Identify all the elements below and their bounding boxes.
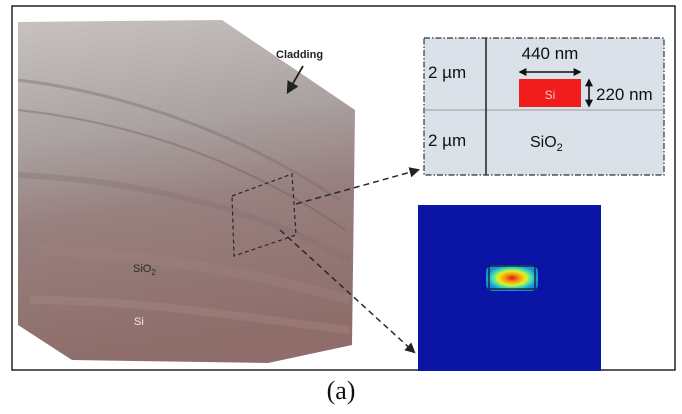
- top-layer-height-label: 2 µm: [428, 63, 466, 82]
- mode-field: [486, 265, 538, 291]
- width-label: 440 nm: [522, 44, 579, 63]
- figure-caption: (a): [326, 376, 356, 405]
- mode-profile: [418, 205, 601, 371]
- connector-to-cross-section: [295, 167, 421, 205]
- connector-to-mode-profile: [279, 229, 416, 354]
- bottom-layer-height-label: 2 µm: [428, 131, 466, 150]
- sem-image: [17, 20, 355, 363]
- sem-sio2-label: SiO2: [133, 263, 156, 277]
- cross-section-schematic: Si 440 nm 220 nm 2 µm 2 µm SiO2: [423, 37, 665, 176]
- zoom-region-box: [231, 173, 297, 257]
- si-core-label: Si: [545, 88, 556, 102]
- core-height-label: 220 nm: [596, 85, 653, 104]
- cladding-arrow: [286, 65, 304, 95]
- sem-si-label: Si: [134, 316, 144, 328]
- si-core: [519, 79, 581, 107]
- substrate-label: SiO2: [530, 134, 563, 154]
- mode-core-outline: [488, 265, 536, 290]
- cladding-label: Cladding: [276, 49, 323, 61]
